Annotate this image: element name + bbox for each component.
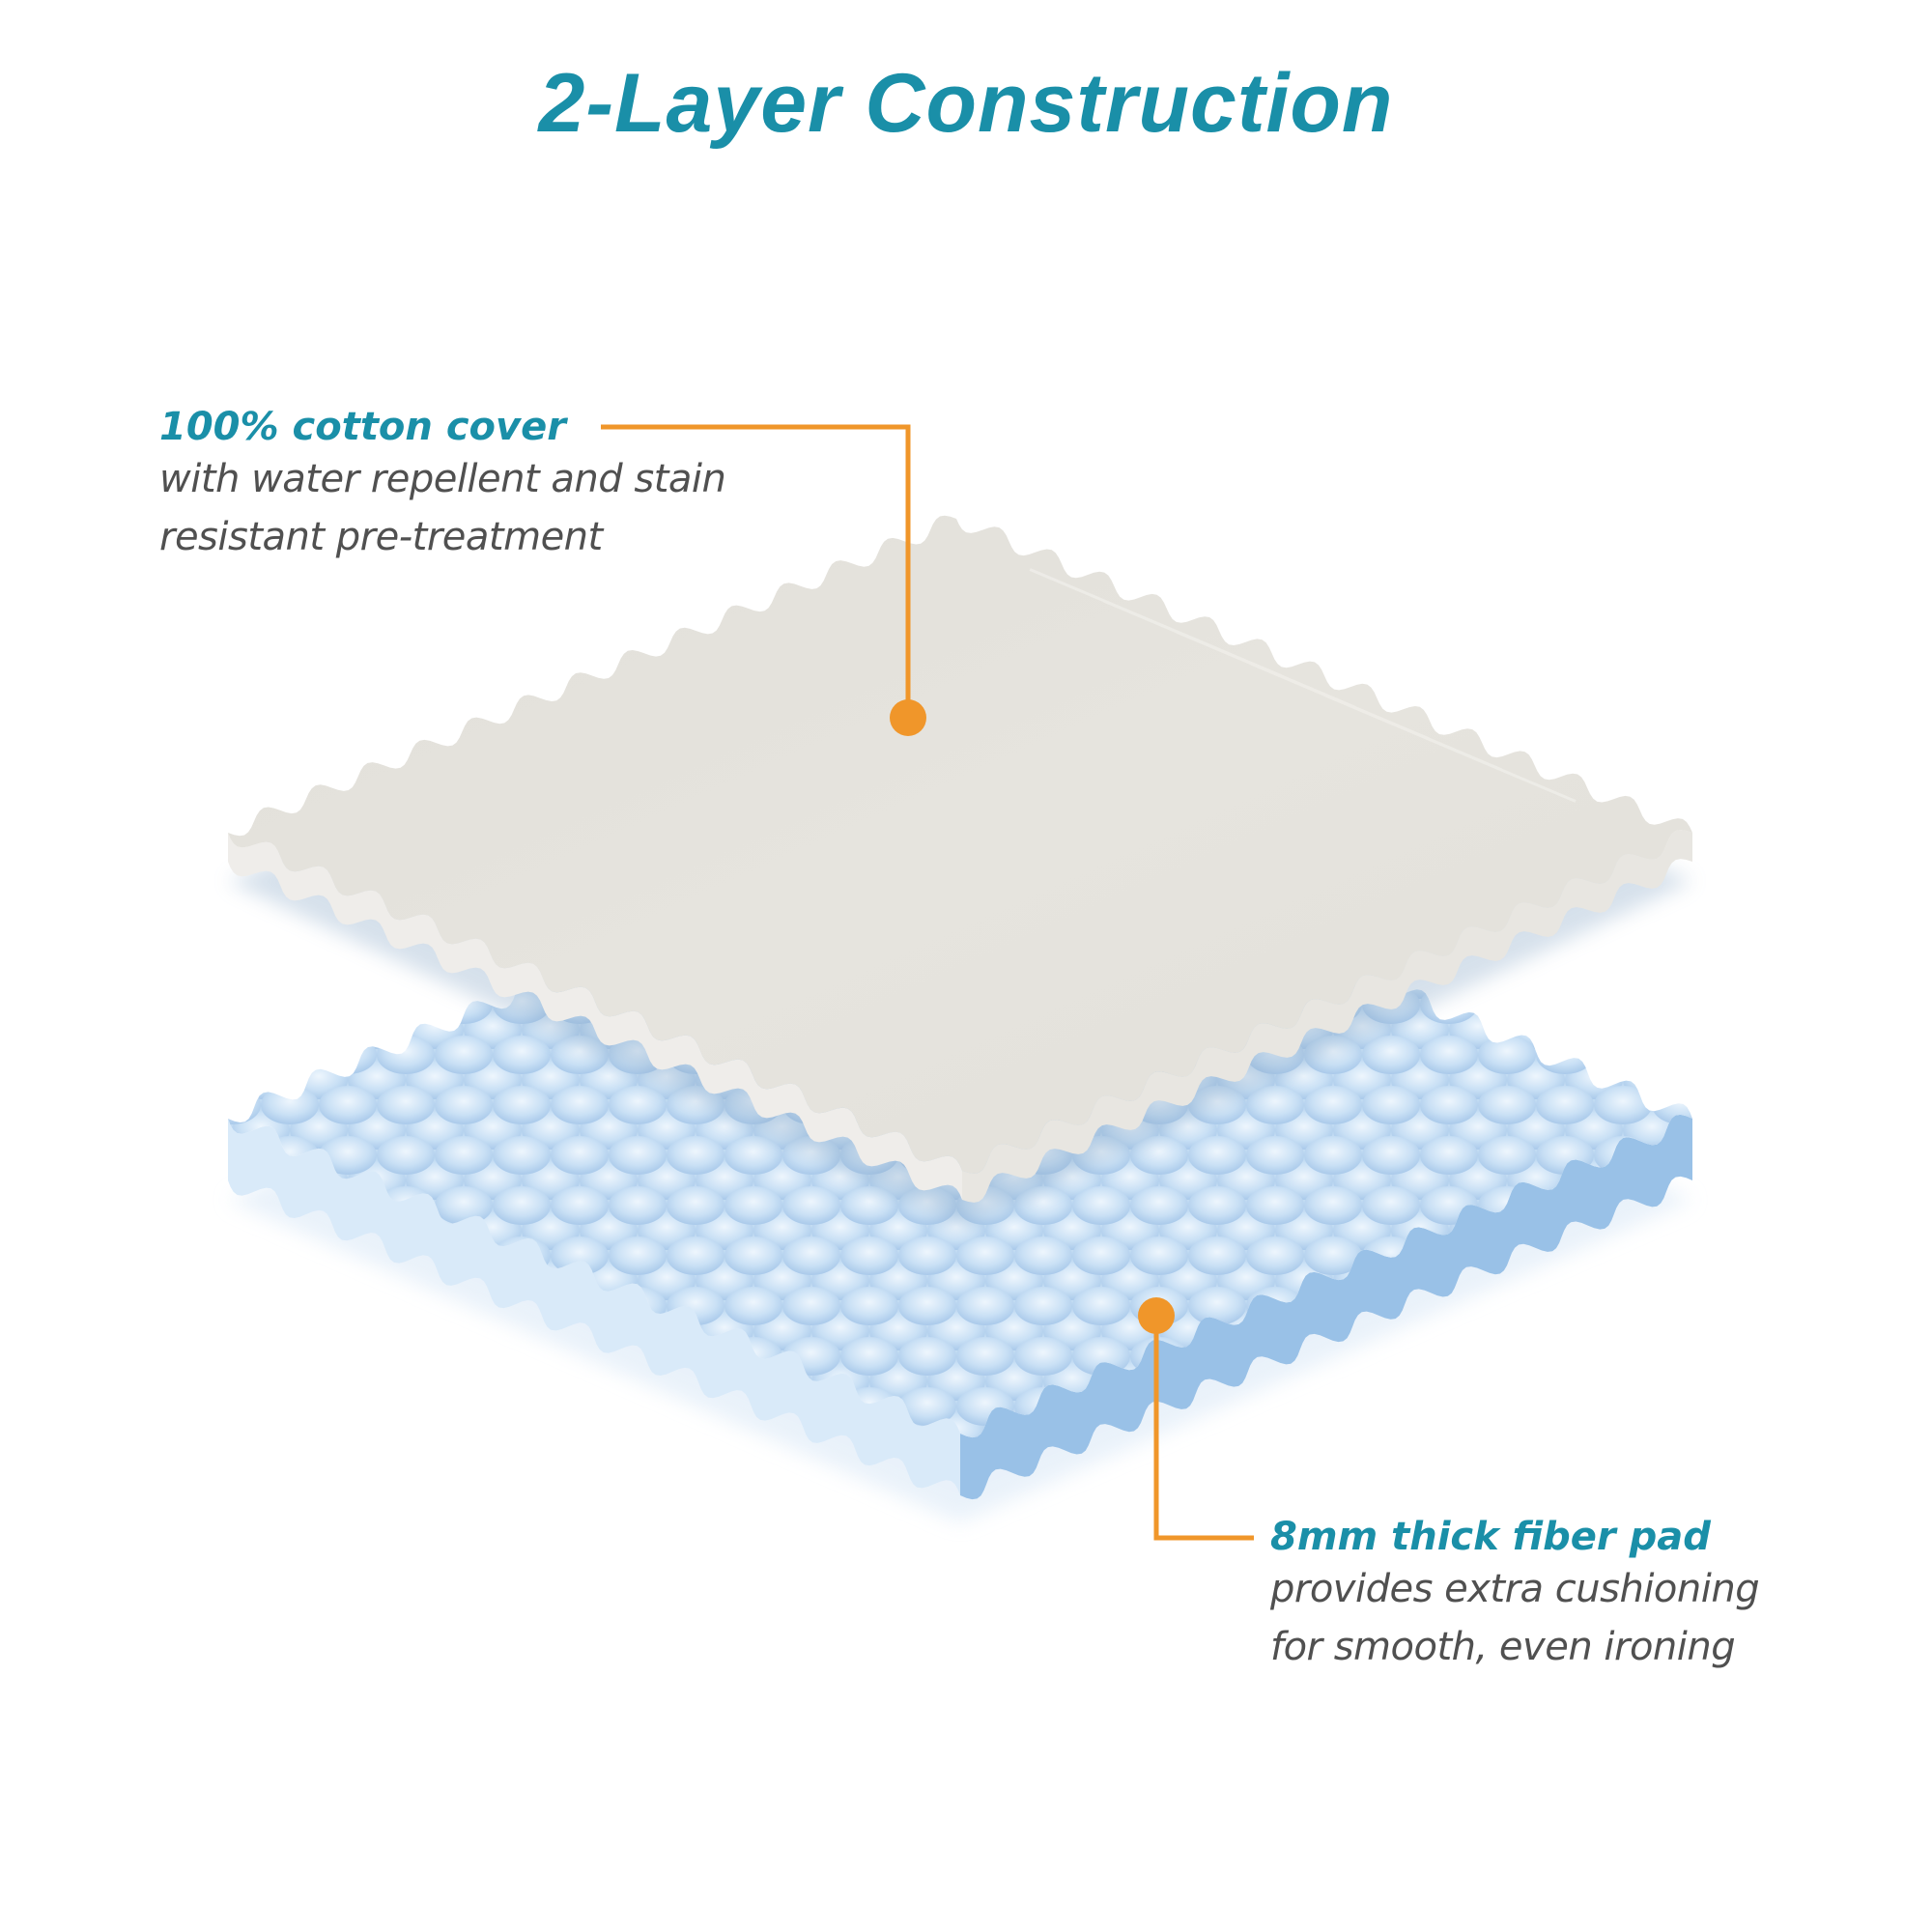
cotton-cover-layer — [228, 515, 1692, 1227]
pad-right-face — [960, 1114, 1692, 1500]
cotton-cover-description-line-1: with water repellent and stain — [159, 457, 726, 501]
cotton-cover-callout: 100% cotton cover with water repellent a… — [159, 404, 726, 566]
cotton-cover-marker-dot — [890, 699, 926, 736]
page-title: 2-Layer Construction — [538, 57, 1394, 150]
fiber-pad-connector-line — [1153, 1316, 1254, 1541]
cotton-cover-heading: 100% cotton cover — [159, 405, 566, 449]
fiber-pad-callout: 8mm thick fiber pad provides extra cushi… — [1270, 1514, 1760, 1676]
fiber-pad-marker-dot — [1138, 1297, 1175, 1334]
cover-top-surface — [228, 515, 1692, 1174]
fiber-pad-heading: 8mm thick fiber pad — [1270, 1515, 1711, 1559]
cover-right-edge — [962, 830, 1692, 1203]
pad-left-face — [228, 1119, 960, 1495]
fiber-pad-description-line-2: for smooth, even ironing — [1270, 1625, 1736, 1669]
cover-left-edge — [228, 833, 962, 1200]
cotton-cover-description-line-2: resistant pre-treatment — [159, 515, 603, 559]
cover-texture — [1029, 568, 1577, 803]
fiber-pad-description-line-1: provides extra cushioning — [1270, 1567, 1760, 1611]
cotton-cover-connector-line — [601, 424, 911, 718]
